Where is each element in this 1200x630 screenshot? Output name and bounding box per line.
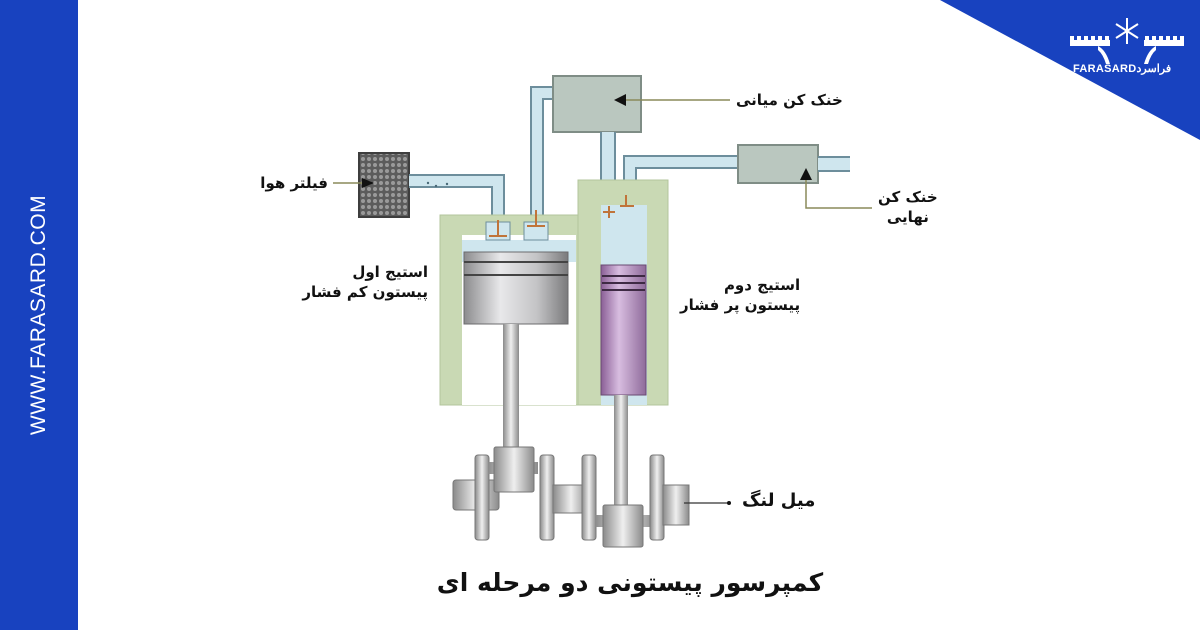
farasard-logo-icon[interactable] <box>1068 14 1186 84</box>
label-intercooler: خنک کن میانی <box>736 91 843 109</box>
label-final-cooler-line2: نهایی <box>886 208 929 226</box>
arrow-icon <box>362 178 374 188</box>
crankshaft <box>452 446 690 548</box>
logo-wordmark-fa: فراسرد <box>1136 63 1172 75</box>
stage2-cylinder <box>577 179 669 515</box>
label-stage1-line1: استیج اول <box>352 263 428 281</box>
label-stage1-line2: پیستون کم فشار <box>302 283 428 301</box>
arrow-icon <box>614 94 626 106</box>
label-stage2-line2: پیستون پر فشار <box>680 296 801 314</box>
label-stage1: استیج اول پیستون کم فشار <box>302 262 428 302</box>
label-final-cooler-line1: خنک کن <box>878 188 938 206</box>
label-crankshaft: میل لنگ <box>742 490 816 511</box>
air-filter <box>358 152 410 218</box>
stage1-cylinder <box>439 210 581 454</box>
intercooler <box>552 75 642 133</box>
logo-wordmark-en: FARASARD <box>1073 63 1137 75</box>
arrow-icon <box>800 168 812 180</box>
label-air-filter: فیلتر هوا <box>260 174 328 192</box>
logo-wordmark: FARASARDفراسرد <box>1073 62 1171 75</box>
label-stage2-line1: استیج دوم <box>723 276 801 294</box>
label-stage2: استیج دوم پیستون پر فشار <box>680 275 800 315</box>
diagram-title: کمپرسور پیستونی دو مرحله ای <box>436 568 824 597</box>
brand-sidebar: WWW.FARASARD.COM <box>0 0 78 630</box>
label-final-cooler: خنک کن نهایی <box>878 187 938 227</box>
